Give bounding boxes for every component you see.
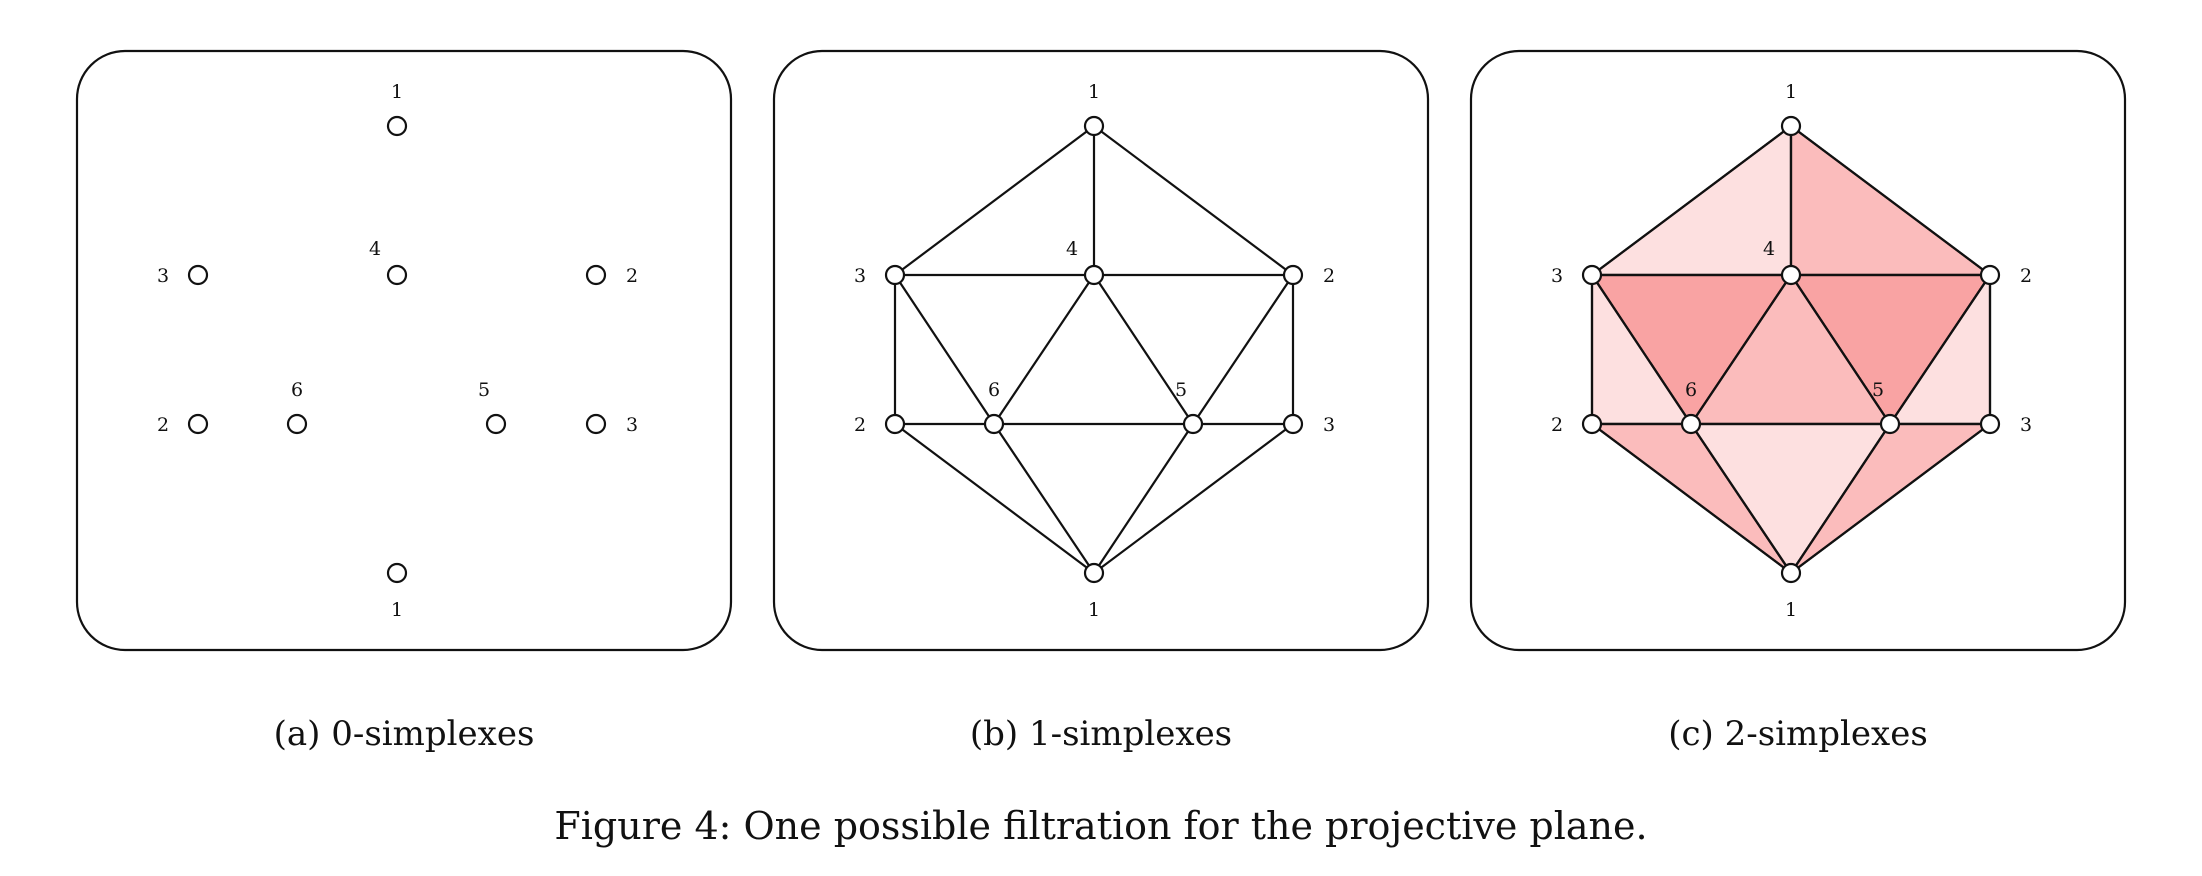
vertex-label: 5 bbox=[478, 379, 490, 401]
vertex-label: 4 bbox=[369, 238, 381, 260]
vertex-bot1 bbox=[386, 562, 408, 584]
vertex-label: 2 bbox=[1323, 265, 1335, 287]
edge-mid6-bot1 bbox=[1690, 423, 1792, 574]
vertex-label: 3 bbox=[854, 265, 866, 287]
vertex-label: 1 bbox=[1785, 81, 1797, 103]
vertex-mid4 bbox=[1780, 264, 1802, 286]
figure-panels: 1 3 4 2 2 6 5 3 1 (a) 0-simplexes 1 3 4 2 2 6 5 3 1 (b) 1-s… bbox=[75, 49, 2127, 754]
vertex-mid5 bbox=[1879, 413, 1901, 435]
panel-caption: (b) 1-simplexes bbox=[970, 714, 1232, 754]
vertex-bot1 bbox=[1083, 562, 1105, 584]
vertex-label: 2 bbox=[2020, 265, 2032, 287]
vertex-left2 bbox=[187, 413, 209, 435]
vertex-top1 bbox=[386, 115, 408, 137]
vertex-label: 2 bbox=[157, 414, 169, 436]
vertex-right3 bbox=[1282, 413, 1304, 435]
edge-right2-mid5 bbox=[1889, 274, 1991, 425]
figure-caption: Figure 4: One possible filtration for th… bbox=[554, 804, 1647, 848]
edge-left3-mid6 bbox=[1591, 274, 1692, 425]
panel-caption: (c) 2-simplexes bbox=[1668, 714, 1928, 754]
vertex-left3 bbox=[884, 264, 906, 286]
vertex-label: 1 bbox=[391, 599, 403, 621]
edge-mid5-bot1 bbox=[1790, 423, 1891, 574]
vertex-mid4 bbox=[1083, 264, 1105, 286]
vertex-right3 bbox=[585, 413, 607, 435]
vertex-mid4 bbox=[386, 264, 408, 286]
vertex-label: 1 bbox=[1088, 599, 1100, 621]
vertex-mid6 bbox=[983, 413, 1005, 435]
vertex-label: 3 bbox=[626, 414, 638, 436]
vertex-label: 4 bbox=[1066, 238, 1078, 260]
panel-frame bbox=[75, 49, 733, 652]
vertex-label: 2 bbox=[626, 265, 638, 287]
vertex-mid5 bbox=[1182, 413, 1204, 435]
edge-top1-left3 bbox=[894, 125, 1095, 276]
vertex-right3 bbox=[1979, 413, 2001, 435]
edge-mid5-bot1 bbox=[1093, 423, 1194, 574]
panel-a: 1 3 4 2 2 6 5 3 1 (a) 0-simplexes bbox=[75, 49, 733, 754]
vertex-label: 2 bbox=[854, 414, 866, 436]
vertex-label: 4 bbox=[1763, 238, 1775, 260]
vertex-left2 bbox=[1581, 413, 1603, 435]
edge-mid4-mid6 bbox=[993, 274, 1095, 425]
vertex-label: 3 bbox=[1323, 414, 1335, 436]
edge-mid4-mid6 bbox=[1690, 274, 1792, 425]
edge-left2-bot1 bbox=[894, 423, 1095, 574]
vertex-label: 2 bbox=[1551, 414, 1563, 436]
edge-top1-left3 bbox=[1591, 125, 1792, 276]
edge-top1-right2 bbox=[1093, 125, 1294, 276]
panel-caption: (a) 0-simplexes bbox=[274, 714, 535, 754]
vertex-label: 1 bbox=[1785, 599, 1797, 621]
vertex-label: 1 bbox=[1088, 81, 1100, 103]
edge-right2-mid5 bbox=[1192, 274, 1294, 425]
edge-mid6-bot1 bbox=[993, 423, 1095, 574]
panel-frame bbox=[772, 49, 1430, 652]
vertex-label: 3 bbox=[157, 265, 169, 287]
vertex-left3 bbox=[1581, 264, 1603, 286]
edge-left3-mid6 bbox=[894, 274, 995, 425]
vertex-label: 5 bbox=[1872, 379, 1884, 401]
vertex-mid6 bbox=[1680, 413, 1702, 435]
vertex-label: 5 bbox=[1175, 379, 1187, 401]
vertex-right2 bbox=[585, 264, 607, 286]
vertex-label: 6 bbox=[1685, 379, 1697, 401]
edge-top1-right2 bbox=[1790, 125, 1991, 276]
panel-b: 1 3 4 2 2 6 5 3 1 (b) 1-simplexes bbox=[772, 49, 1430, 754]
vertex-left3 bbox=[187, 264, 209, 286]
vertex-label: 6 bbox=[988, 379, 1000, 401]
vertex-top1 bbox=[1083, 115, 1105, 137]
vertex-left2 bbox=[884, 413, 906, 435]
vertex-label: 3 bbox=[1551, 265, 1563, 287]
vertex-bot1 bbox=[1780, 562, 1802, 584]
panel-c: 1 3 4 2 2 6 5 3 1 (c) 2-simplexes bbox=[1469, 49, 2127, 754]
edge-right3-bot1 bbox=[1093, 423, 1294, 574]
vertex-mid6 bbox=[286, 413, 308, 435]
vertex-label: 3 bbox=[2020, 414, 2032, 436]
edge-mid4-mid5 bbox=[1093, 274, 1194, 425]
edge-right3-bot1 bbox=[1790, 423, 1991, 574]
vertex-right2 bbox=[1282, 264, 1304, 286]
vertex-right2 bbox=[1979, 264, 2001, 286]
vertex-label: 6 bbox=[291, 379, 303, 401]
edge-left2-bot1 bbox=[1591, 423, 1792, 574]
edge-mid4-mid5 bbox=[1790, 274, 1891, 425]
vertex-label: 1 bbox=[391, 81, 403, 103]
vertex-top1 bbox=[1780, 115, 1802, 137]
vertex-mid5 bbox=[485, 413, 507, 435]
